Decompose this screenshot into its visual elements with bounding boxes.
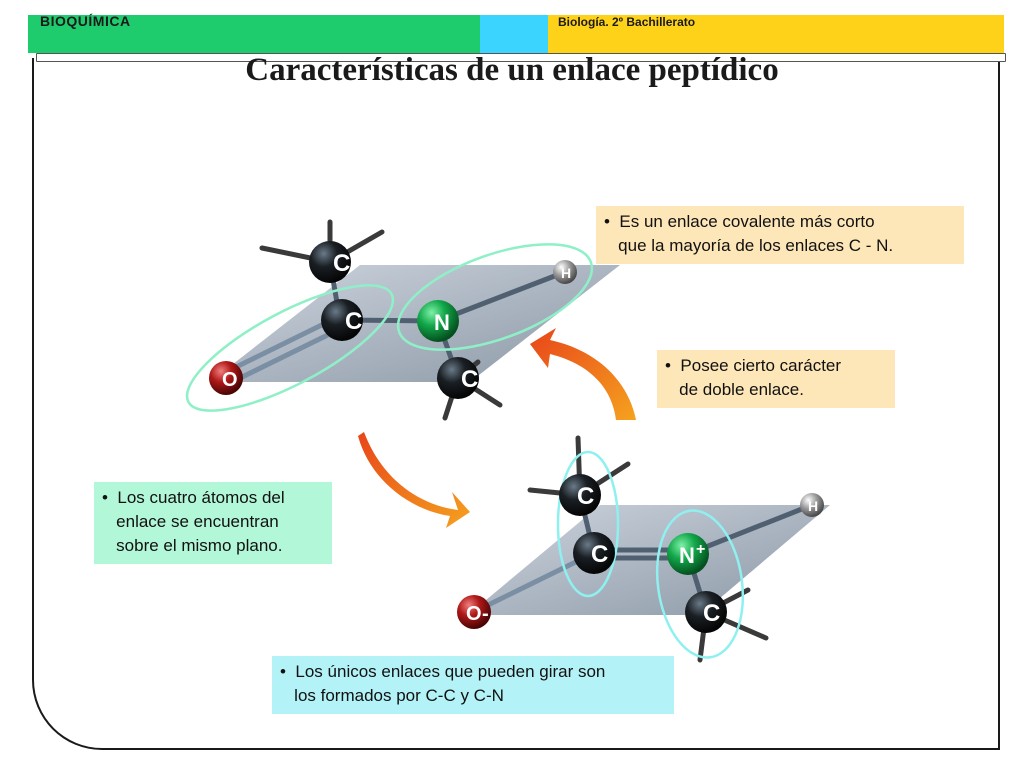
top-atom-label-o: O bbox=[222, 369, 238, 391]
header-green-band bbox=[28, 15, 480, 53]
note-rotation: • Los únicos enlaces que pueden girar so… bbox=[272, 656, 674, 714]
header-course: Biología. 2º Bachillerato bbox=[558, 15, 696, 29]
note-plane-line2: enlace se encuentran bbox=[102, 512, 279, 531]
bottom-atom-label-n: N bbox=[679, 543, 695, 568]
bottom-atom-label-c1: C bbox=[577, 483, 594, 510]
bottom-molecule: C C N + C O - H bbox=[457, 435, 830, 663]
bottom-atom-label-c2: C bbox=[591, 541, 608, 568]
note-rotation-line2: los formados por C-C y C-N bbox=[280, 686, 504, 705]
bottom-atom-label-o: O bbox=[466, 603, 482, 625]
top-atom-label-h: H bbox=[561, 265, 571, 281]
note-rotation-line1: • Los únicos enlaces que pueden girar so… bbox=[280, 662, 606, 681]
note-same-plane: • Los cuatro átomos del enlace se encuen… bbox=[94, 482, 332, 564]
note-covalent-line1: • Es un enlace covalente más corto bbox=[604, 212, 875, 231]
top-nh-ellipse bbox=[396, 243, 594, 351]
top-carbon-alpha bbox=[309, 241, 351, 283]
bottom-carbon-beta bbox=[685, 591, 727, 633]
bottom-hydrogen bbox=[800, 493, 824, 517]
header-divider bbox=[36, 53, 1006, 62]
top-atom-label-c1: C bbox=[333, 250, 350, 277]
bottom-atom-label-c3: C bbox=[703, 600, 720, 627]
note-plane-line3: sobre el mismo plano. bbox=[102, 536, 283, 555]
up-left-arrow bbox=[530, 328, 636, 420]
top-atom-label-n: N bbox=[434, 310, 450, 335]
top-atom-label-c2: C bbox=[345, 308, 362, 335]
top-oxygen bbox=[209, 361, 243, 395]
bottom-atom-label-h: H bbox=[808, 498, 818, 514]
header-yellow-band bbox=[548, 15, 1004, 53]
top-co-ellipse bbox=[185, 284, 395, 412]
note-double-line1: • Posee cierto carácter bbox=[665, 356, 842, 375]
bottom-cn-ellipse bbox=[655, 509, 745, 659]
bottom-carbon-carbonyl bbox=[573, 532, 615, 574]
note-double-bond: • Posee cierto carácter de doble enlace. bbox=[657, 350, 895, 408]
note-double-line2: de doble enlace. bbox=[665, 380, 804, 399]
top-plane bbox=[210, 265, 620, 382]
note-covalent-bond: • Es un enlace covalente más corto que l… bbox=[596, 206, 964, 264]
bottom-oxygen bbox=[457, 595, 491, 629]
bottom-nitrogen bbox=[667, 533, 709, 575]
top-hydrogen bbox=[553, 260, 577, 284]
top-atom-label-c3: C bbox=[461, 366, 478, 393]
header-cyan-band bbox=[480, 15, 548, 53]
bottom-atom-label-plus: + bbox=[696, 541, 705, 558]
top-carbon-carbonyl bbox=[321, 299, 363, 341]
top-molecule: C C N C O H bbox=[185, 219, 620, 421]
note-covalent-line2: que la mayoría de los enlaces C - N. bbox=[604, 236, 894, 255]
top-nitrogen bbox=[417, 300, 459, 342]
top-carbon-beta bbox=[437, 357, 479, 399]
down-right-arrow bbox=[358, 432, 470, 528]
bottom-carbon-alpha bbox=[559, 474, 601, 516]
slide-frame-right bbox=[998, 58, 1000, 750]
note-plane-line1: • Los cuatro átomos del bbox=[102, 488, 285, 507]
header-subject: BIOQUÍMICA bbox=[40, 13, 131, 29]
bottom-cc-ellipse bbox=[556, 450, 620, 598]
slide-title: Características de un enlace peptídico bbox=[245, 52, 779, 88]
bottom-atom-label-minus: - bbox=[482, 603, 489, 625]
